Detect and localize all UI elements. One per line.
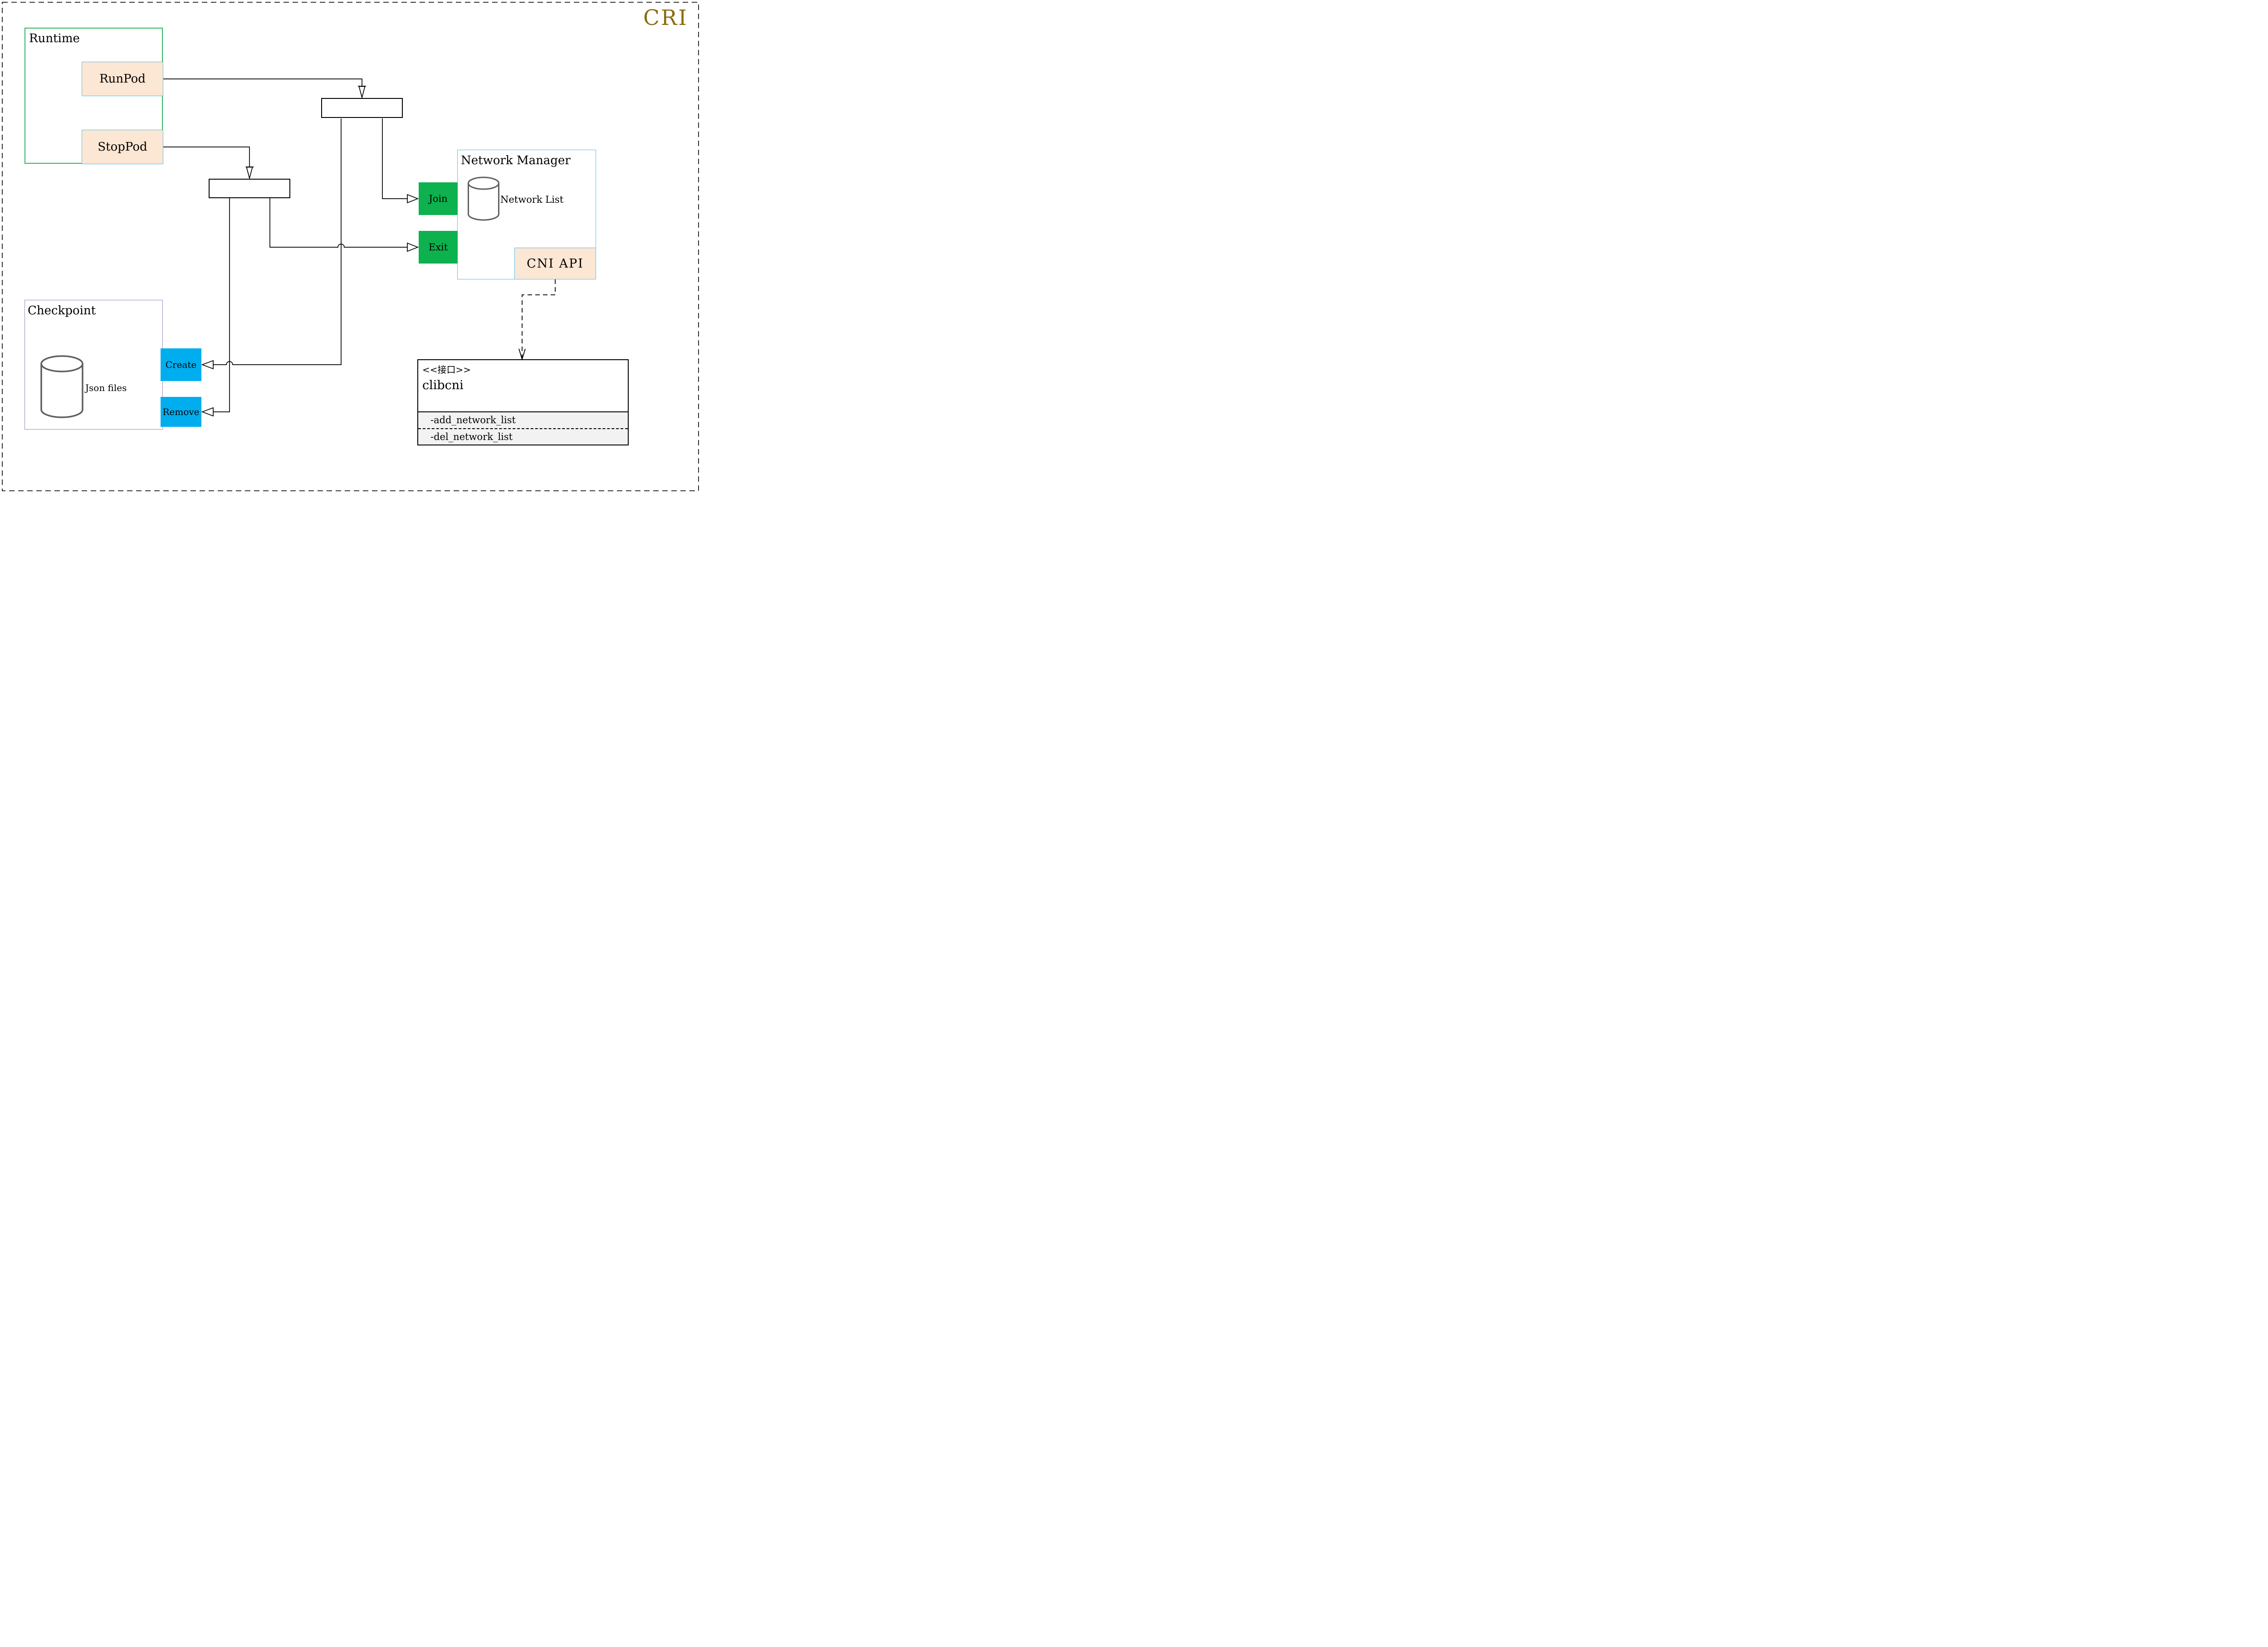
join-box: Join [419,182,458,215]
create-box: Create [161,348,201,381]
stoppod-box: StopPod [82,130,163,164]
cni-api-box: CNI API [514,248,596,279]
clibcni-method-add: -add_network_list [430,415,516,426]
page-title: CRI [643,5,688,30]
arrow-bar-to-join [382,118,419,204]
runtime-label: Runtime [29,32,80,45]
network-manager-label: Network Manager [461,154,571,167]
arrow-runpod-to-top-bar [163,78,366,99]
arrow-bar-to-exit [269,198,419,252]
checkpoint-label: Checkpoint [28,304,96,318]
runpod-box: RunPod [82,62,163,96]
clibcni-class-box: <<接口>> clibcni -add_network_list -del_ne… [417,359,629,445]
clibcni-stereotype: <<接口>> [422,364,471,375]
arrow-stoppod-to-left-bar [163,147,254,180]
arrow-bar-to-remove [201,198,230,417]
arrow-bar-to-create [201,118,342,370]
clibcni-name: clibcni [422,378,464,392]
arrow-cni-api-to-clibcni [518,279,556,360]
clibcni-methods-section: -add_network_list -del_network_list [418,411,628,445]
flow-bar-left [209,179,290,198]
diagram-canvas: RunPod StopPod CNI API Join Exit Create … [0,0,701,493]
network-list-label: Network List [500,194,564,205]
clibcni-method-del: -del_network_list [418,428,628,445]
exit-box: Exit [419,231,458,264]
flow-bar-top [321,98,403,118]
json-files-label: Json files [85,382,127,393]
checkpoint-box [24,300,163,430]
remove-box: Remove [161,397,201,427]
